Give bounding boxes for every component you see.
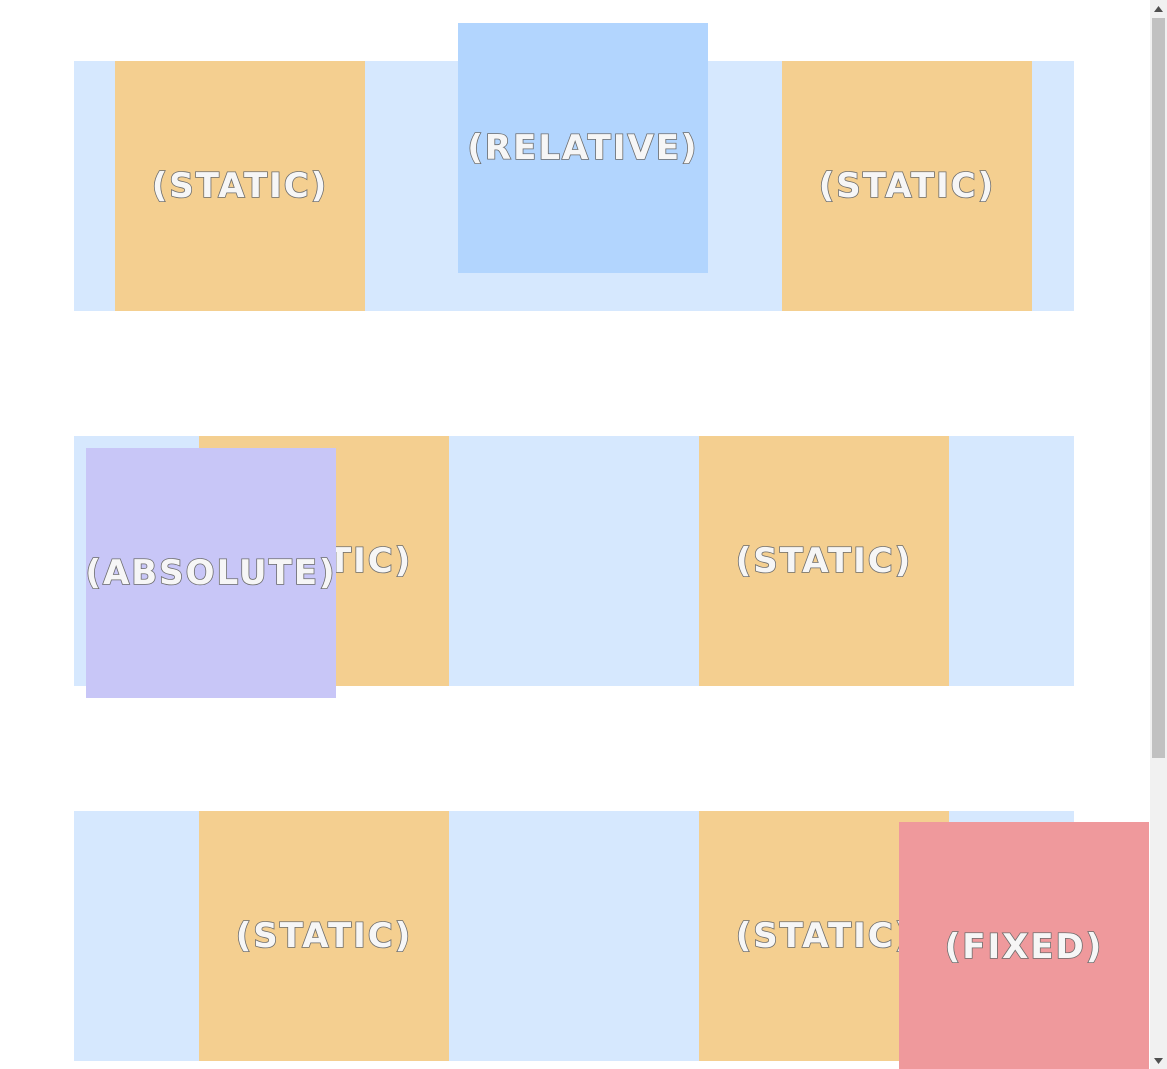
- fixed-box: (FIXED): [899, 822, 1149, 1069]
- static-box: (STATIC): [115, 61, 365, 311]
- absolute-box: (ABSOLUTE): [85, 448, 337, 698]
- static-box: (STATIC): [699, 436, 949, 686]
- box-label: (STATIC): [735, 916, 913, 956]
- box-label: (RELATIVE): [467, 128, 699, 168]
- box-label: (FIXED): [944, 927, 1104, 967]
- chevron-down-icon[interactable]: [1150, 1052, 1167, 1069]
- box-label: (STATIC): [735, 541, 913, 581]
- box-label: (STATIC): [235, 916, 413, 956]
- static-box: (STATIC): [782, 61, 1032, 311]
- relative-box: (RELATIVE): [458, 23, 708, 273]
- box-label: (STATIC): [818, 166, 996, 206]
- static-box: (STATIC): [199, 811, 449, 1061]
- scrollbar-thumb[interactable]: [1152, 18, 1165, 758]
- vertical-scrollbar[interactable]: [1150, 0, 1167, 1069]
- box-label: (ABSOLUTE): [85, 553, 337, 593]
- chevron-up-icon[interactable]: [1150, 0, 1167, 17]
- box-label: (STATIC): [151, 166, 329, 206]
